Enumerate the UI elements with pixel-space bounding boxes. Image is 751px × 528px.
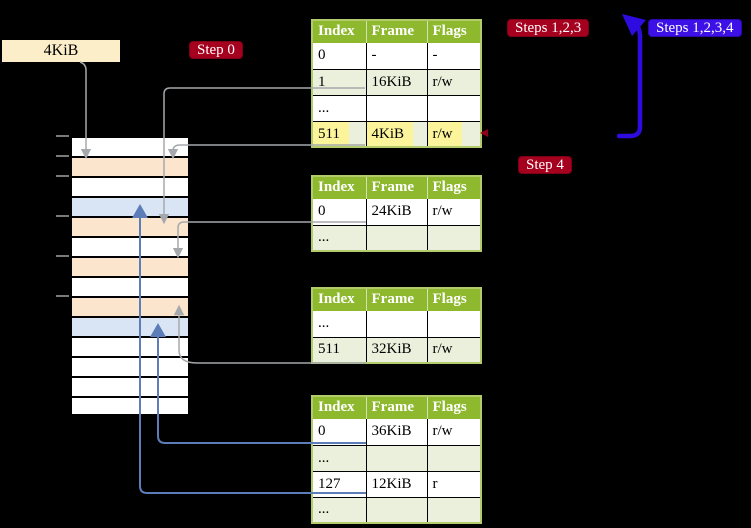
memory-frame-row-13 bbox=[70, 396, 190, 416]
column-header-index: Index bbox=[312, 396, 366, 419]
cell-flags: r/w bbox=[426, 336, 481, 363]
column-header-flags: Flags bbox=[426, 176, 481, 199]
cell-frame: - bbox=[365, 43, 427, 69]
column-header-index: Index bbox=[312, 176, 366, 199]
cell-frame bbox=[365, 444, 427, 471]
cell-flags: r/w bbox=[426, 68, 481, 95]
table-row: ... bbox=[312, 94, 481, 121]
column-header-frame: Frame bbox=[365, 20, 427, 43]
cell-flags: r/w bbox=[426, 419, 481, 445]
cell-index: 127 bbox=[312, 470, 366, 497]
memory-frame-row-0 bbox=[70, 136, 190, 156]
table-row-highlighted: 511 4KiB r/w bbox=[312, 120, 481, 147]
table-row: ... bbox=[312, 224, 481, 251]
memory-frame-row-3 bbox=[70, 196, 190, 216]
cell-index: ... bbox=[312, 496, 366, 523]
table-row: 0 24KiB r/w bbox=[312, 199, 481, 225]
table-row: ... bbox=[312, 496, 481, 523]
page-table-level1-a: Index Frame Flags 0 24KiB r/w ... bbox=[311, 175, 482, 252]
table-row: ... bbox=[312, 311, 481, 337]
memory-frame-row-11 bbox=[70, 356, 190, 376]
column-header-flags: Flags bbox=[426, 20, 481, 43]
cell-index: ... bbox=[312, 224, 366, 251]
cell-index: 511 bbox=[312, 336, 366, 363]
table-row: 0 36KiB r/w bbox=[312, 419, 481, 445]
cell-index: 0 bbox=[318, 203, 326, 220]
cell-index: ... bbox=[312, 94, 366, 121]
memory-frame-row-2 bbox=[70, 176, 190, 196]
column-header-flags: Flags bbox=[426, 396, 481, 419]
cell-frame bbox=[365, 224, 427, 251]
memory-frame-row-5 bbox=[70, 236, 190, 256]
cell-frame: 36KiB bbox=[365, 419, 427, 445]
table-row: 1 16KiB r/w bbox=[312, 68, 481, 95]
step-4-badge: Step 4 bbox=[518, 156, 572, 174]
physical-memory-stack bbox=[70, 136, 190, 416]
highlight-mark: r/w bbox=[428, 122, 462, 146]
memory-frame-row-6 bbox=[70, 256, 190, 276]
memory-tick bbox=[56, 255, 69, 257]
column-header-frame: Frame bbox=[365, 176, 427, 199]
cell-flags bbox=[426, 496, 481, 523]
cell-index: ... bbox=[312, 444, 366, 471]
cell-index: 511 bbox=[312, 120, 366, 147]
memory-frame-row-8 bbox=[70, 296, 190, 316]
cell-frame: 32KiB bbox=[365, 336, 427, 363]
cell-index: 0 bbox=[318, 423, 326, 440]
memory-frame-row-7 bbox=[70, 276, 190, 296]
steps-1-2-3-4-badge: Steps 1,2,3,4 bbox=[648, 19, 742, 37]
highlight-mark: 4KiB bbox=[367, 122, 414, 146]
frame-size-label: 4KiB bbox=[2, 40, 120, 62]
cell-flags bbox=[426, 444, 481, 471]
table-row: 511 32KiB r/w bbox=[312, 336, 481, 363]
table-row: 0 - - bbox=[312, 43, 481, 69]
page-table-level2: Index Frame Flags 0 - - 1 16KiB r/w ... … bbox=[311, 19, 482, 148]
table-row: ... bbox=[312, 444, 481, 471]
cell-frame: 16KiB bbox=[365, 68, 427, 95]
memory-frame-row-1 bbox=[70, 156, 190, 176]
cell-index: 0 bbox=[318, 47, 326, 64]
cell-index: ... bbox=[318, 315, 330, 332]
cell-flags: r bbox=[426, 470, 481, 497]
page-table-level1-b: Index Frame Flags ... 511 32KiB r/w bbox=[311, 287, 482, 364]
memory-tick bbox=[56, 215, 69, 217]
steps-1-2-3-badge: Steps 1,2,3 bbox=[507, 19, 590, 37]
step-0-badge: Step 0 bbox=[189, 41, 243, 59]
cell-flags: - bbox=[426, 43, 481, 69]
cell-frame: 24KiB bbox=[365, 199, 427, 225]
memory-tick bbox=[56, 175, 69, 177]
cell-frame bbox=[365, 94, 427, 121]
memory-frame-row-4 bbox=[70, 216, 190, 236]
column-header-frame: Frame bbox=[365, 396, 427, 419]
cell-flags: r/w bbox=[426, 120, 481, 147]
memory-tick bbox=[56, 135, 69, 137]
cell-index: 1 bbox=[312, 68, 366, 95]
column-header-flags: Flags bbox=[426, 288, 481, 311]
cell-frame: 4KiB bbox=[365, 120, 427, 147]
highlight-mark: 511 bbox=[313, 122, 349, 146]
memory-tick bbox=[56, 295, 69, 297]
cell-flags bbox=[426, 311, 481, 337]
column-header-frame: Frame bbox=[365, 288, 427, 311]
column-header-index: Index bbox=[312, 288, 366, 311]
big-return-arrow-shaft bbox=[616, 20, 643, 139]
cell-flags bbox=[426, 94, 481, 121]
cell-frame bbox=[365, 311, 427, 337]
memory-frame-row-10 bbox=[70, 336, 190, 356]
page-table-level1-c: Index Frame Flags 0 36KiB r/w ... 127 12… bbox=[311, 395, 482, 524]
cell-frame: 12KiB bbox=[365, 470, 427, 497]
cell-frame bbox=[365, 496, 427, 523]
big-return-arrow-head bbox=[622, 14, 646, 36]
column-header-index: Index bbox=[312, 20, 366, 43]
table-row: 127 12KiB r bbox=[312, 470, 481, 497]
memory-frame-row-9 bbox=[70, 316, 190, 336]
memory-frame-row-12 bbox=[70, 376, 190, 396]
memory-tick bbox=[56, 155, 69, 157]
cell-flags bbox=[426, 224, 481, 251]
cell-flags: r/w bbox=[426, 199, 481, 225]
